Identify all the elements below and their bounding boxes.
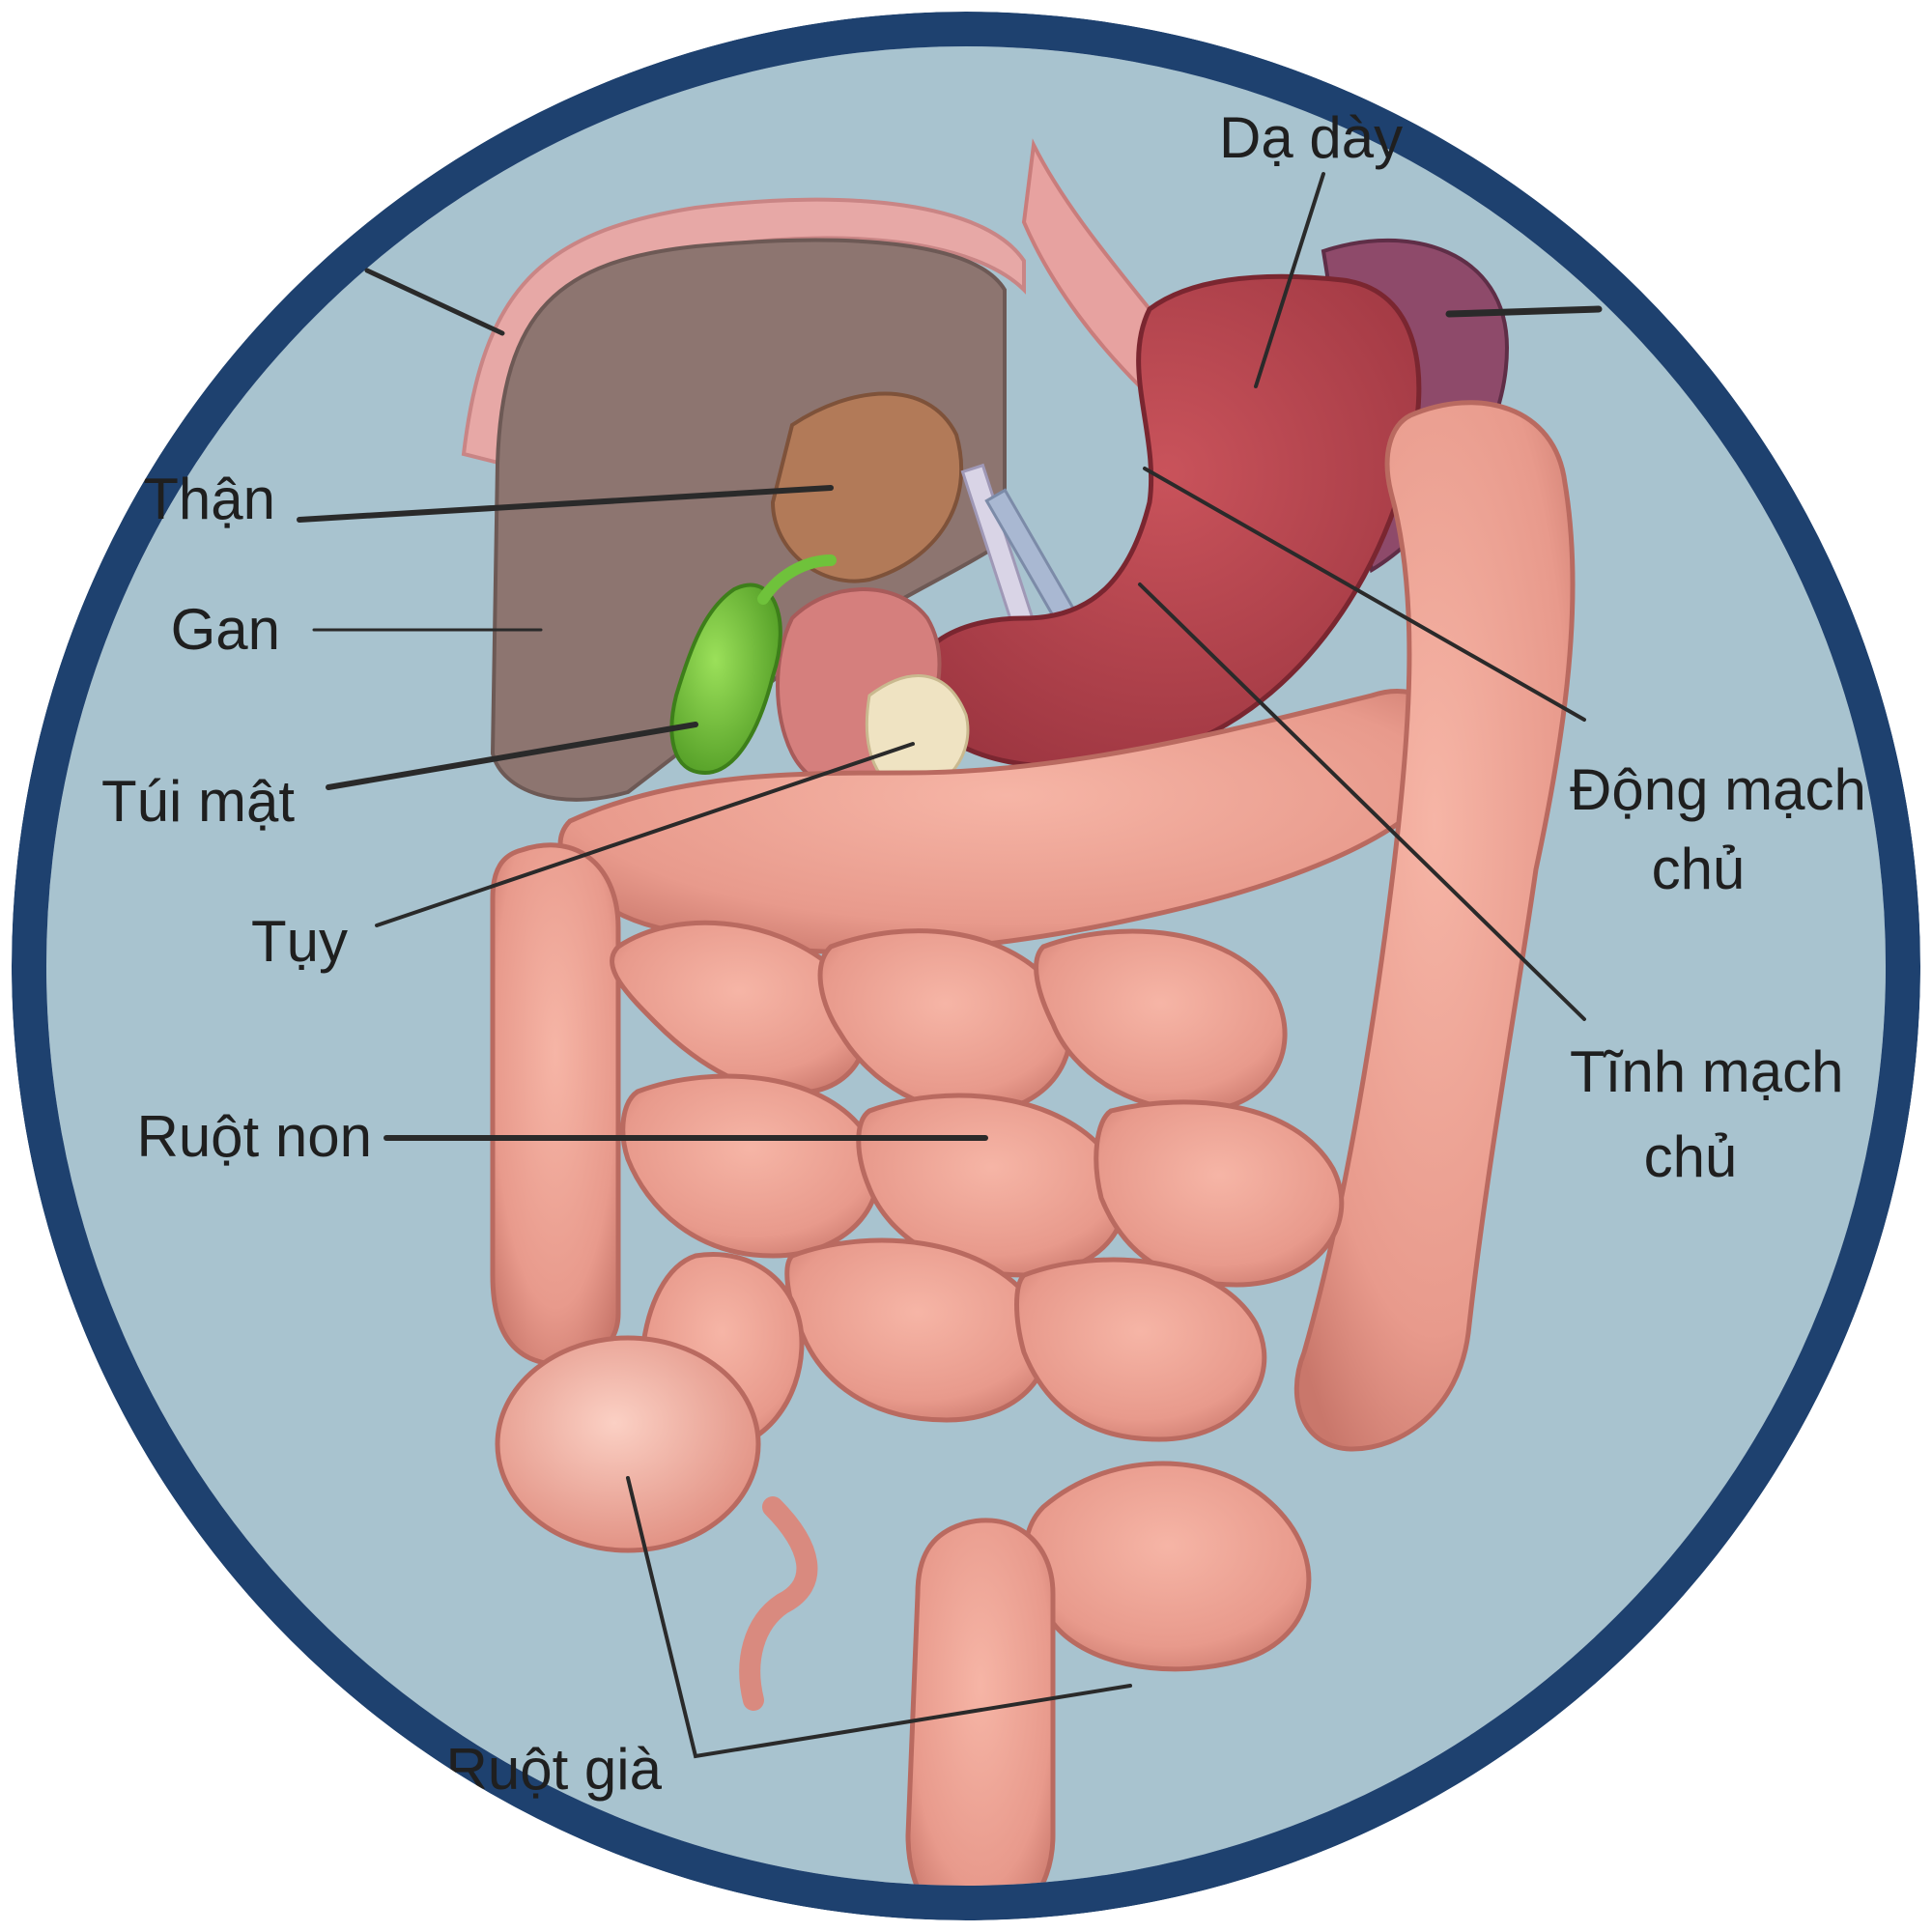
leader-spleen <box>1445 305 1603 318</box>
leader-lines <box>297 172 1603 1759</box>
leader-gallbladder <box>326 722 698 790</box>
bile-duct <box>757 554 837 605</box>
leader-kidney <box>297 485 834 523</box>
label-kidney: Thận <box>143 467 275 531</box>
ascending-colon <box>490 842 621 1368</box>
leader-aorta <box>1143 467 1586 722</box>
leader-large-intestine <box>626 1476 1132 1759</box>
leader-vena-cava <box>1138 582 1586 1021</box>
rectum <box>905 1518 1056 1886</box>
leader-stomach <box>1254 172 1325 388</box>
anatomy-illustration <box>461 138 1576 1886</box>
label-liver: Gan <box>171 597 280 662</box>
leader-diaphragm <box>364 268 505 336</box>
label-aorta-line2: chủ <box>1652 837 1746 901</box>
frame-ring <box>12 12 1920 1920</box>
label-stomach: Dạ dày <box>1219 105 1403 170</box>
cecum <box>495 1335 761 1553</box>
labels: Dạ dày Thận Gan Túi mật Tụy Ruột non Ruộ… <box>101 105 1866 1802</box>
label-aorta-line1: Động mạch <box>1570 757 1866 822</box>
pancreas <box>865 674 970 794</box>
appendix <box>739 1496 818 1711</box>
label-small-intestine: Ruột non <box>136 1104 372 1169</box>
label-pancreas: Tụy <box>251 909 348 974</box>
label-vena-cava-line2: chủ <box>1644 1124 1738 1189</box>
leader-pancreas <box>375 742 915 927</box>
label-vena-cava-line1: Tĩnh mạch <box>1570 1039 1843 1104</box>
gallbladder <box>669 582 782 776</box>
label-gallbladder: Túi mật <box>101 769 295 834</box>
liver <box>490 238 1007 802</box>
small-intestine <box>610 920 1345 1452</box>
descending-colon <box>1293 400 1576 1452</box>
